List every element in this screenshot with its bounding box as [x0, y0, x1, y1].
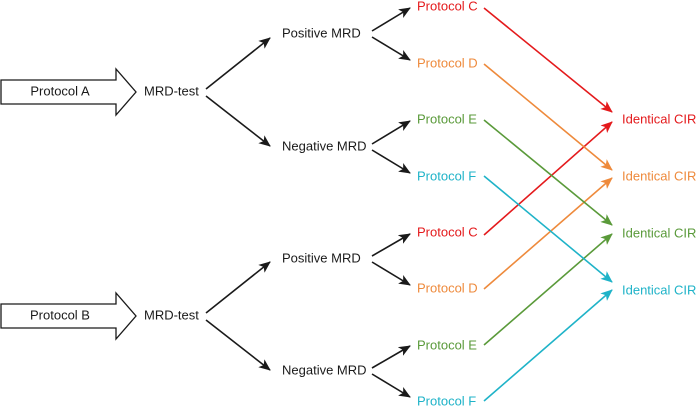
arrow-positive-to-protocol-d-b	[371, 261, 411, 286]
mrd-test-label-a: MRD-test	[144, 83, 199, 98]
arrow-negative-to-protocol-f-b	[371, 373, 411, 398]
protocol-c-label-a: Protocol C	[417, 0, 478, 13]
arrow-test-to-positive-a	[205, 37, 271, 90]
negative-mrd-label-b: Negative MRD	[282, 362, 367, 377]
arrow-test-to-negative-a	[205, 95, 271, 147]
positive-mrd-label-b: Positive MRD	[282, 250, 361, 265]
outcome-label-protocol-e: Identical CIR	[622, 225, 696, 240]
protocol-d-label-a: Protocol D	[417, 55, 478, 70]
protocol-e-label-a: Protocol E	[417, 111, 477, 126]
protocol-e-label-b: Protocol E	[417, 337, 477, 352]
arrow-negative-to-protocol-e-a	[371, 120, 411, 145]
negative-mrd-label-a: Negative MRD	[282, 138, 367, 153]
group-protocol-b: Protocol B MRD-test Positive MRD Negativ…	[0, 224, 478, 408]
connector-protocol-d-b	[483, 177, 613, 290]
outcome-labels: Identical CIR Identical CIR Identical CI…	[622, 111, 696, 297]
connector-protocol-c-b	[483, 121, 613, 236]
arrow-negative-to-protocol-f-a	[371, 149, 411, 174]
start-arrow-protocol-a	[0, 67, 137, 117]
positive-mrd-label-a: Positive MRD	[282, 25, 361, 40]
connector-protocol-e-a	[483, 119, 613, 226]
outcome-label-protocol-d: Identical CIR	[622, 168, 696, 183]
arrow-test-to-positive-b	[205, 261, 271, 314]
arrow-test-to-negative-b	[205, 319, 271, 371]
protocol-c-label-b: Protocol C	[417, 224, 478, 239]
start-label-protocol-b: Protocol B	[30, 307, 90, 322]
group-protocol-a: Protocol A MRD-test Positive MRD Negativ…	[0, 0, 478, 183]
protocol-d-label-b: Protocol D	[417, 280, 478, 295]
arrow-positive-to-protocol-c-a	[371, 7, 411, 32]
connector-protocol-f-b	[483, 289, 613, 402]
connector-protocol-f-a	[483, 175, 613, 283]
outcome-label-protocol-c: Identical CIR	[622, 111, 696, 126]
arrow-positive-to-protocol-d-a	[371, 36, 411, 61]
arrow-positive-to-protocol-c-b	[371, 233, 411, 257]
outcome-connectors	[483, 7, 613, 402]
mrd-test-label-b: MRD-test	[144, 307, 199, 322]
connector-protocol-d-a	[483, 63, 613, 171]
arrow-negative-to-protocol-e-b	[371, 345, 411, 369]
connector-protocol-c-a	[483, 7, 613, 113]
connector-protocol-e-b	[483, 233, 613, 346]
protocol-f-label-a: Protocol F	[417, 168, 476, 183]
start-arrow-protocol-b	[0, 291, 137, 341]
start-label-protocol-a: Protocol A	[30, 83, 90, 98]
protocol-f-label-b: Protocol F	[417, 393, 476, 408]
outcome-label-protocol-f: Identical CIR	[622, 282, 696, 297]
